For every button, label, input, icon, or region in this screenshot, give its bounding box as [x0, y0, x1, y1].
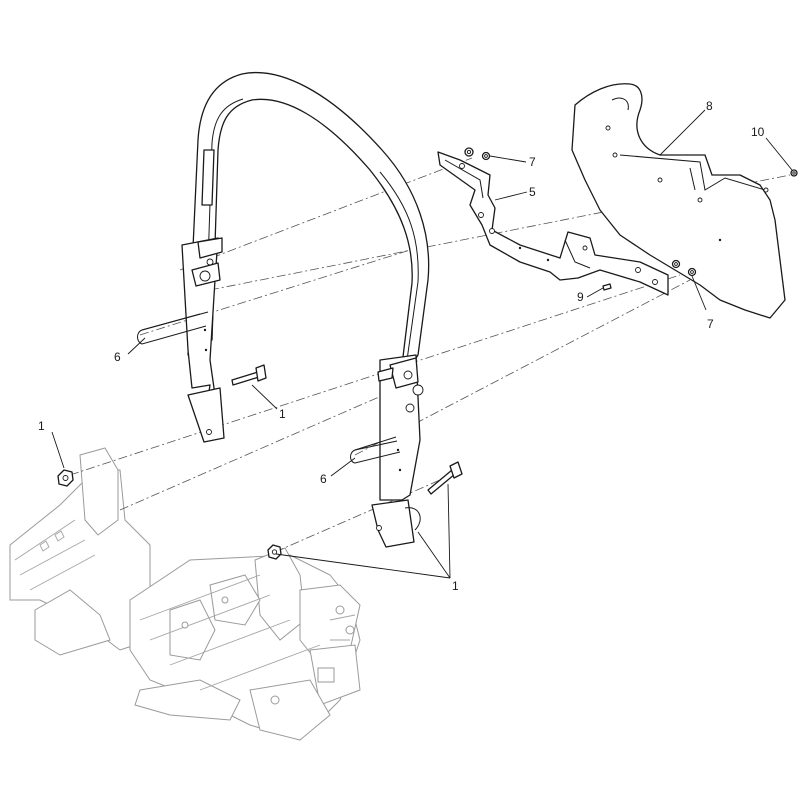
- mounting-bracket: [437, 151, 669, 296]
- callout-1-nut: 1: [38, 419, 45, 433]
- callout-7-bottom: 7: [707, 317, 714, 331]
- callout-6-left: 6: [114, 350, 121, 364]
- callout-1-group: 1: [452, 579, 459, 593]
- roll-bar: [181, 71, 430, 548]
- callout-6-right: 6: [320, 472, 327, 486]
- mower-frame: [9, 447, 361, 741]
- callout-9: 9: [577, 290, 584, 304]
- callout-7-top: 7: [529, 155, 536, 169]
- callout-5: 5: [529, 185, 536, 199]
- hairpin-pins: [137, 311, 401, 464]
- bolts: [231, 364, 463, 495]
- callout-10: 10: [751, 125, 765, 139]
- callout-1-bolt: 1: [279, 407, 286, 421]
- nuts: [57, 469, 282, 560]
- callout-8: 8: [706, 99, 713, 113]
- shield-panel: [571, 83, 786, 319]
- callout-labels: 1 1 1 5 6 6 7 7 8 9 10: [38, 99, 765, 593]
- leader-lines: [51, 109, 793, 579]
- center-lines: [69, 157, 791, 553]
- fasteners-small: [464, 147, 798, 291]
